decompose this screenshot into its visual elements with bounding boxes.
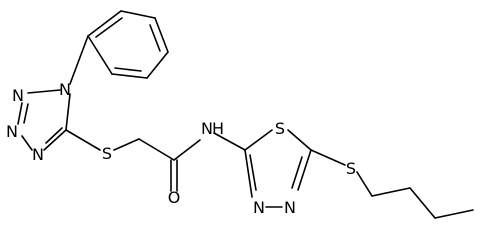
phenyl-double-bond bbox=[149, 24, 161, 52]
atom-s-thioether: S bbox=[102, 144, 112, 163]
bond-lines bbox=[17, 10, 474, 219]
thiadiazole-bond bbox=[297, 149, 312, 191]
tetrazole-double-bond bbox=[23, 103, 29, 124]
phenyl-bond bbox=[87, 35, 113, 75]
atom-o-carbonyl: O bbox=[168, 188, 181, 207]
atom-labels: N N N N S O N H S N N S bbox=[6, 80, 356, 217]
tetrazole-bond bbox=[65, 93, 71, 131]
s-ch2-bond bbox=[113, 138, 140, 151]
thiadiazole-bond bbox=[287, 129, 312, 151]
phenyl-bond bbox=[111, 73, 148, 79]
nh-c-bond bbox=[213, 132, 246, 151]
atom-n-amide: N bbox=[201, 119, 213, 138]
thiadiazole-bond bbox=[244, 149, 253, 198]
phenyl-bond bbox=[146, 51, 169, 79]
atom-n-tetrazole: N bbox=[32, 145, 44, 164]
thiadiazole-double-bond bbox=[249, 154, 257, 191]
atom-s-butyl: S bbox=[346, 159, 356, 178]
c-s-bond bbox=[65, 129, 101, 151]
butyl-bond bbox=[371, 187, 411, 197]
thiadiazole-bond bbox=[244, 129, 273, 151]
atom-n-phenyl: N bbox=[59, 80, 71, 99]
butyl-bond bbox=[409, 187, 436, 219]
c-s-butyl-bond bbox=[310, 149, 346, 166]
butyl-bond bbox=[434, 209, 474, 219]
tetrazole-double-bond bbox=[45, 127, 63, 144]
phenyl-n-bond bbox=[69, 35, 89, 85]
atom-s-thiadiazole: S bbox=[275, 119, 285, 138]
atom-n-thiadiazole: N bbox=[253, 198, 265, 217]
tetrazole-bond bbox=[21, 135, 33, 151]
atom-n-tetrazole: N bbox=[12, 86, 24, 105]
phenyl-bond bbox=[87, 10, 122, 37]
structure-canvas: N N N N S O N H S N N S bbox=[6, 10, 474, 219]
thiadiazole-double-bond bbox=[291, 156, 303, 189]
co-nh-bond bbox=[173, 139, 201, 161]
tetrazole-bond bbox=[43, 129, 67, 151]
atom-h-amide: H bbox=[212, 119, 224, 138]
atom-n-thiadiazole: N bbox=[284, 198, 296, 217]
ch2-co-bond bbox=[138, 138, 175, 161]
molecule-diagram: N N N N S O N H S N N S bbox=[6, 10, 474, 219]
butyl-bond bbox=[356, 171, 373, 197]
phenyl-double-bond bbox=[114, 67, 142, 72]
atom-n-tetrazole: N bbox=[6, 122, 18, 141]
phenyl-bond bbox=[154, 17, 169, 53]
phenyl-double-bond bbox=[95, 17, 123, 38]
tetrazole-bond bbox=[17, 102, 23, 125]
tetrazole-bond bbox=[27, 89, 61, 94]
phenyl-bond bbox=[120, 10, 156, 19]
